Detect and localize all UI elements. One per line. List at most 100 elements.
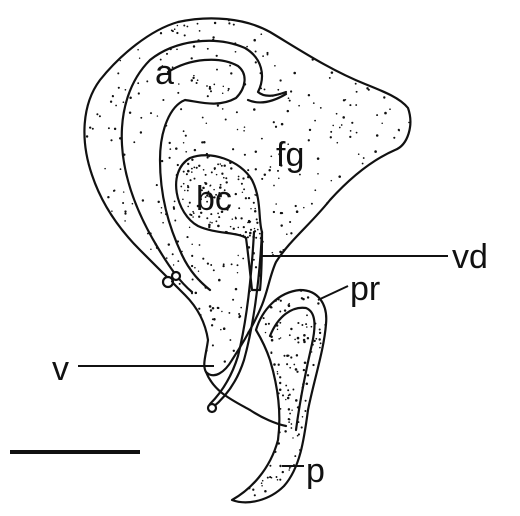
stipple-dot: [253, 202, 255, 204]
stipple-dot: [166, 257, 168, 259]
stipple-dot: [332, 125, 334, 127]
stipple-dot: [230, 226, 232, 228]
stipple-dot: [166, 125, 168, 127]
stipple-dot: [324, 324, 326, 326]
stipple-dot: [207, 156, 209, 158]
stipple-dot: [302, 416, 304, 418]
stipple-dot: [176, 174, 178, 176]
stipple-dot: [140, 117, 142, 119]
stipple-dot: [191, 265, 193, 267]
stipple-dot: [299, 449, 300, 450]
stipple-dot: [255, 61, 257, 63]
stipple-dot: [293, 364, 295, 366]
stipple-dot: [281, 212, 283, 214]
stipple-dot: [165, 213, 167, 215]
stipple-dot: [312, 58, 314, 60]
stipple-dot: [262, 55, 264, 57]
stipple-dot: [112, 95, 114, 97]
stipple-dot: [212, 36, 214, 38]
stipple-dot: [149, 232, 151, 234]
stipple-dot: [317, 173, 319, 175]
stipple-dot: [255, 168, 257, 170]
stipple-dot: [201, 141, 203, 143]
stipple-dot: [245, 197, 247, 199]
stipple-dot: [213, 318, 216, 321]
stipple-dot: [110, 139, 112, 141]
stipple-dot: [246, 46, 248, 48]
label-a: a: [155, 54, 174, 92]
stipple-dot: [288, 305, 291, 308]
stipple-dot: [260, 264, 262, 266]
stipple-dot: [331, 71, 334, 74]
stipple-dot: [218, 279, 221, 282]
stipple-dot: [278, 442, 280, 444]
stipple-dot: [290, 356, 292, 358]
stipple-dot: [253, 259, 255, 261]
stipple-dot: [225, 177, 227, 179]
stipple-dot: [196, 82, 198, 84]
stipple-dot: [237, 129, 239, 131]
stipple-dot: [273, 121, 275, 123]
stipple-dot: [330, 131, 332, 133]
stipple-dot: [185, 151, 187, 153]
stipple-dot: [265, 323, 267, 325]
vagina-lobe: [206, 372, 286, 426]
stipple-dot: [238, 176, 240, 178]
stipple-dot: [224, 360, 226, 362]
stipple-dot: [174, 28, 176, 30]
stipple-dot: [192, 216, 194, 218]
stipple-dot: [191, 159, 193, 161]
stipple-dot: [355, 83, 357, 85]
stipple-dot: [214, 169, 216, 171]
stipple-dot: [147, 233, 149, 235]
stipple-dot: [140, 131, 142, 133]
stipple-dot: [289, 100, 291, 102]
stipple-dot: [222, 108, 224, 110]
stipple-dot: [305, 323, 307, 325]
stipple-dot: [211, 324, 213, 326]
stipple-dot: [195, 292, 198, 295]
stipple-dot: [290, 232, 292, 234]
stipple-dot: [260, 33, 262, 35]
stipple-dot: [92, 128, 94, 130]
stipple-dot: [220, 157, 222, 159]
stipple-dot: [226, 231, 227, 232]
stipple-dot: [96, 113, 98, 115]
stipple-dot: [290, 328, 292, 330]
stipple-dot: [261, 482, 263, 484]
stipple-dot: [264, 490, 267, 493]
stipple-dot: [230, 72, 232, 74]
stipple-dot: [161, 160, 163, 162]
stipple-dot: [183, 130, 185, 132]
stipple-dot: [229, 65, 231, 67]
stipple-dot: [184, 34, 186, 36]
stipple-dot: [296, 354, 298, 356]
stipple-dot: [314, 120, 316, 122]
stipple-dot: [177, 164, 179, 166]
stipple-dot: [114, 128, 116, 130]
stipple-dot: [298, 105, 300, 107]
stipple-dot: [279, 251, 282, 254]
stipple-dot: [301, 426, 303, 428]
stipple-dot: [205, 286, 208, 289]
stipple-dot: [319, 338, 321, 340]
stipple-dot: [278, 338, 280, 340]
stipple-dot: [243, 226, 245, 228]
stipple-dot: [206, 123, 208, 125]
stipple-dot: [287, 110, 289, 112]
stipple-dot: [362, 163, 364, 165]
stipple-dot: [351, 122, 353, 124]
stipple-dot: [215, 220, 217, 222]
stipple-dot: [123, 191, 124, 192]
stipple-dot: [124, 210, 126, 212]
stipple-dot: [289, 413, 291, 415]
stipple-dot: [178, 83, 180, 85]
stipple-dot: [117, 72, 119, 74]
stipple-dot: [174, 201, 176, 203]
stipple-dot: [212, 39, 214, 41]
stipple-dot: [192, 278, 194, 280]
stipple-dot: [142, 199, 144, 201]
stipple-dot: [186, 236, 188, 238]
label-v: v: [52, 350, 69, 388]
stipple-dot: [233, 228, 235, 230]
